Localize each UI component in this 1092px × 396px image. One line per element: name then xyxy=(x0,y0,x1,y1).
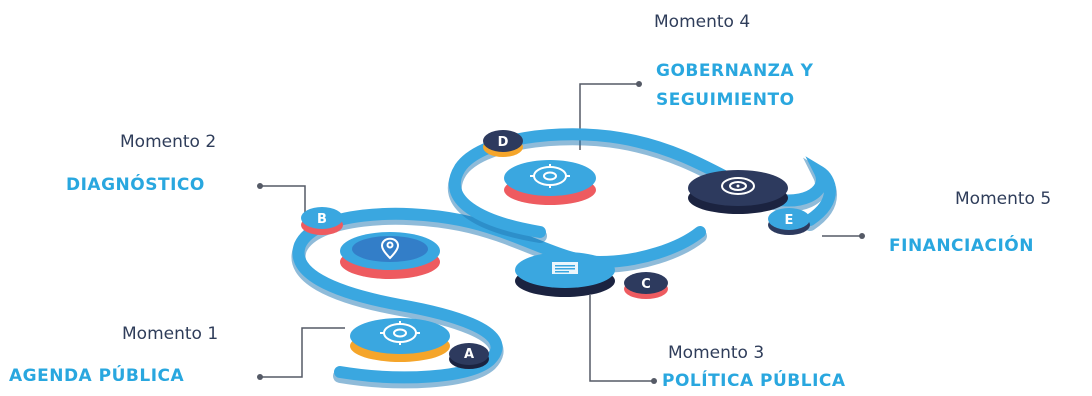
badge-c: C xyxy=(624,272,668,299)
connector-dot xyxy=(636,81,642,87)
connector-momento-2 xyxy=(262,185,306,232)
document-icon xyxy=(552,262,578,274)
badge-letter: C xyxy=(641,277,651,292)
badge-letter: D xyxy=(498,135,509,150)
gear-icon xyxy=(530,164,570,188)
badge-letter: B xyxy=(317,212,327,227)
momento-2-label: Momento 2 xyxy=(120,132,217,152)
momento-3-label: Momento 3 xyxy=(668,343,765,363)
connector-dots xyxy=(257,81,865,384)
track-upper xyxy=(448,128,836,238)
momento-4-label: Momento 4 xyxy=(654,12,751,32)
badge-b: B xyxy=(301,207,343,235)
momento-2-title: DIAGNÓSTICO xyxy=(66,175,205,195)
momento-3-title: POLÍTICA PÚBLICA xyxy=(662,371,846,391)
momento-5-label: Momento 5 xyxy=(955,189,1052,209)
badge-d: D xyxy=(483,130,523,157)
momento-1-label: Momento 1 xyxy=(122,324,219,344)
disk-d xyxy=(504,160,596,205)
badge-letter: A xyxy=(464,347,474,362)
gear-icon xyxy=(380,321,420,345)
connector-momento-1 xyxy=(262,327,345,378)
disk-b xyxy=(340,232,440,279)
map-pin-icon xyxy=(381,237,399,260)
connector-momento-4 xyxy=(579,83,637,150)
momento-4-title-line-1: GOBERNANZA Y xyxy=(656,61,814,81)
badge-e: E xyxy=(768,208,810,235)
disk-a xyxy=(350,318,450,362)
connector-dot xyxy=(257,183,263,189)
disk-c xyxy=(515,252,615,297)
connector-momento-3 xyxy=(589,295,652,382)
connector-dot xyxy=(257,374,263,380)
badge-a: A xyxy=(449,343,489,369)
connector-lines xyxy=(262,83,862,382)
momento-5-title: FINANCIACIÓN xyxy=(889,236,1034,256)
momento-4-title-line-2: SEGUIMIENTO xyxy=(656,90,795,110)
connector-dot xyxy=(651,378,657,384)
momento-1-title: AGENDA PÚBLICA xyxy=(9,366,185,386)
connector-dot xyxy=(859,233,865,239)
disk-e xyxy=(688,170,788,214)
target-icon xyxy=(721,177,755,195)
badge-letter: E xyxy=(785,213,794,228)
